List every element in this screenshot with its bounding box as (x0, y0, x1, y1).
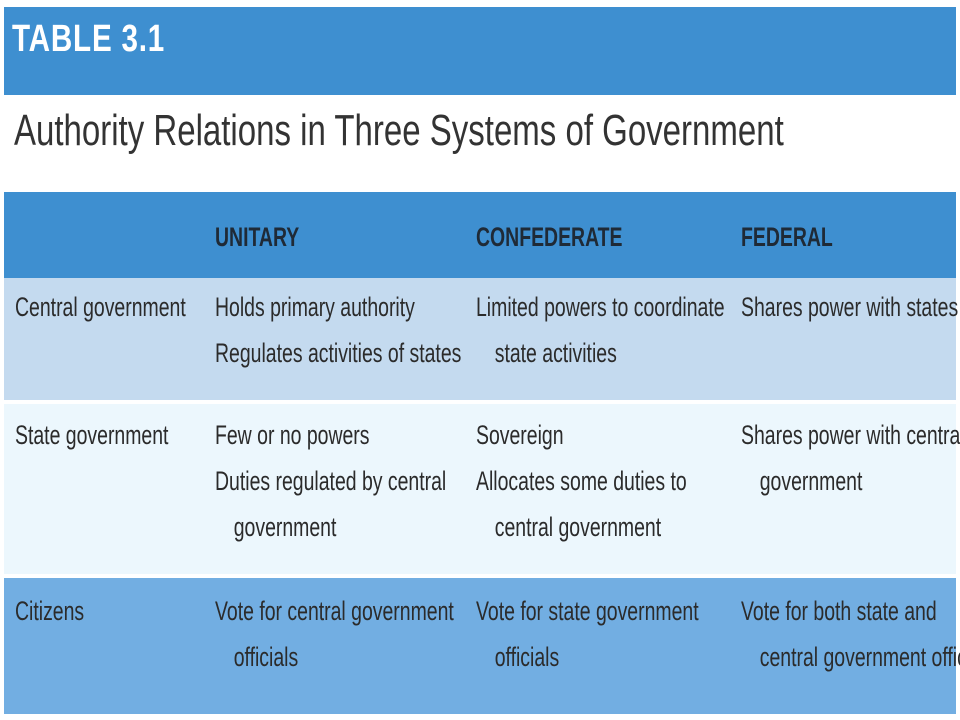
cell-line: Holds primary authority (215, 292, 415, 322)
cell-confederate: Limited powers to coordinate state activ… (476, 284, 725, 376)
table-label: TABLE 3.1 (12, 18, 166, 60)
cell-unitary: Few or no powers Duties regulated by cen… (215, 412, 446, 550)
cell-federal: Shares power with states (741, 284, 958, 330)
row-label: Central government (15, 284, 186, 330)
cell-line: Shares power with central (741, 420, 960, 450)
table-header-row: UNITARY CONFEDERATE FEDERAL (4, 192, 956, 278)
column-header-unitary: UNITARY (215, 222, 300, 252)
table-title: Authority Relations in Three Systems of … (14, 106, 784, 155)
row-label-text: State government (15, 420, 169, 450)
cell-line: Vote for central government (215, 596, 454, 626)
cell-confederate: Vote for state government officials (476, 588, 699, 680)
cell-line: Few or no powers (215, 420, 370, 450)
cell-federal: Vote for both state and central governme… (741, 588, 960, 680)
cell-line: Limited powers to coordinate (476, 292, 725, 322)
cell-confederate: Sovereign Allocates some duties to centr… (476, 412, 687, 550)
cell-line: government (759, 466, 863, 496)
cell-line: central government (494, 512, 662, 542)
cell-federal: Shares power with central government (741, 412, 960, 504)
cell-line: Sovereign (476, 420, 564, 450)
row-label: State government (15, 412, 168, 458)
cell-line: Vote for both state and (741, 596, 937, 626)
comparison-table: UNITARY CONFEDERATE FEDERAL Central gove… (4, 192, 960, 714)
cell-line: Vote for state government (476, 596, 699, 626)
row-divider (4, 400, 956, 404)
cell-line: government (233, 512, 337, 542)
cell-line: Regulates activities of states (215, 338, 462, 368)
cell-line: central government officials (759, 642, 960, 672)
table-row: Central government Holds primary authori… (4, 278, 958, 400)
table-label-bar (4, 7, 956, 95)
row-divider (4, 574, 956, 578)
cell-unitary: Vote for central government officials (215, 588, 454, 680)
cell-line: officials (494, 642, 560, 672)
column-header-confederate: CONFEDERATE (476, 222, 623, 252)
row-label: Citizens (15, 588, 84, 634)
cell-line: Allocates some duties to (476, 466, 687, 496)
column-header-federal: FEDERAL (741, 222, 833, 252)
table-row: Citizens Vote for central government off… (4, 578, 960, 714)
cell-line: Duties regulated by central (215, 466, 447, 496)
row-label-text: Central government (15, 292, 186, 322)
cell-line: Shares power with states (741, 292, 959, 322)
cell-unitary: Holds primary authority Regulates activi… (215, 284, 461, 376)
cell-line: officials (233, 642, 299, 672)
cell-line: state activities (494, 338, 617, 368)
table-row: State government Few or no powers Duties… (4, 404, 960, 574)
row-label-text: Citizens (15, 596, 85, 626)
